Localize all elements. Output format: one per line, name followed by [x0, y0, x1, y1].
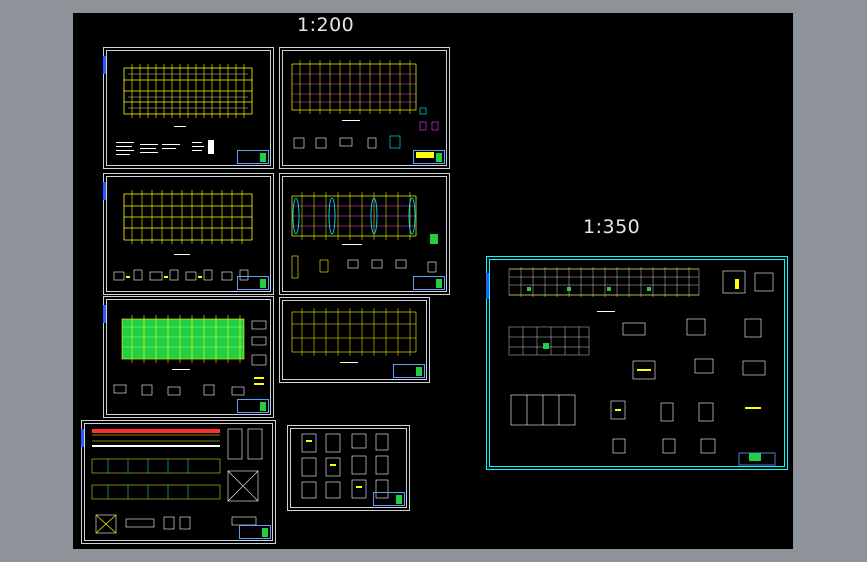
- sheet-border: [282, 176, 447, 292]
- title-block: [393, 364, 425, 378]
- elevation-details-sheet[interactable]: [81, 420, 276, 544]
- foundation-plan-drawing: [116, 64, 253, 155]
- sheet-marker: [103, 305, 106, 323]
- sheet-border: [290, 428, 407, 508]
- general-elevation-drawing: [508, 267, 776, 466]
- sheet-marker: [103, 56, 106, 74]
- scale-label-1-200: 1:200: [297, 14, 355, 36]
- sheet-border: [84, 423, 273, 541]
- connection-details-sheet[interactable]: [287, 425, 410, 511]
- title-block: [237, 150, 269, 164]
- sheet-border: [282, 50, 447, 166]
- sheet-border: [106, 50, 271, 166]
- crane-beam-plan-sheet[interactable]: [279, 297, 430, 383]
- wall-panel-drawing: [113, 315, 267, 396]
- title-block: [413, 276, 445, 290]
- sheet-border: [282, 300, 427, 380]
- sheet-border: [106, 176, 271, 292]
- purlin-bracing-plan-sheet[interactable]: [279, 173, 450, 295]
- roof-framing-plan-drawing: [291, 60, 439, 158]
- sheet-marker: [81, 429, 84, 447]
- sheet-marker: [103, 182, 106, 200]
- title-block: [373, 492, 405, 506]
- sheet-border: [106, 299, 271, 415]
- scale-label-1-350: 1:350: [583, 216, 641, 238]
- crane-beam-drawing: [291, 308, 417, 363]
- title-block: [237, 276, 269, 290]
- purlin-bracing-drawing: [291, 192, 438, 279]
- column-layout-drawing: [113, 190, 253, 281]
- sheet-marker: [486, 273, 489, 299]
- wall-panel-plan-sheet[interactable]: [103, 296, 274, 418]
- title-block: [239, 525, 271, 539]
- cad-model-space[interactable]: 1:200 1:350: [73, 13, 793, 549]
- title-block: [237, 399, 269, 413]
- roof-framing-plan-sheet[interactable]: [279, 47, 450, 169]
- foundation-plan-sheet[interactable]: [103, 47, 274, 169]
- elevation-details-drawing: [91, 428, 263, 534]
- title-block: [413, 150, 445, 164]
- sheet-border: [489, 259, 785, 467]
- general-elevation-sheet[interactable]: [486, 256, 788, 470]
- connection-details-drawing: [301, 433, 389, 499]
- column-layout-plan-sheet[interactable]: [103, 173, 274, 295]
